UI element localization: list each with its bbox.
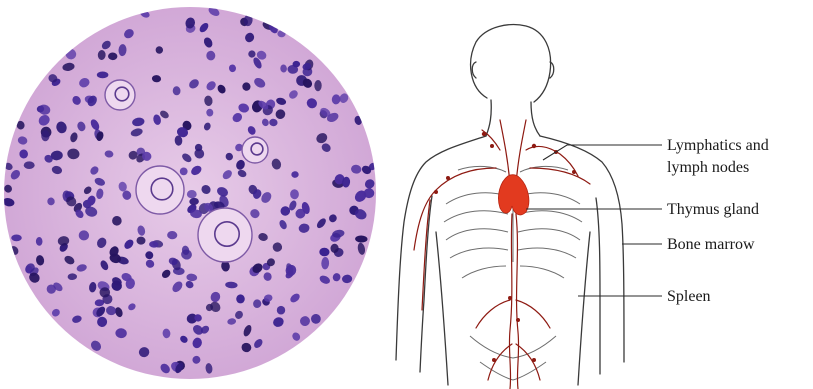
large-cell: [242, 137, 268, 163]
cell-nucleus: [277, 306, 285, 315]
large-cell: [105, 80, 135, 110]
leader-line-lymphatics: [543, 145, 662, 160]
left-arm-outline: [396, 136, 486, 360]
pelvis: [480, 362, 513, 380]
label-lymphatics: Lymphatics and lymph nodes: [667, 137, 773, 176]
torso-outline: [436, 232, 448, 385]
cell-nucleus: [97, 72, 109, 79]
label-spleen: Spleen: [667, 288, 711, 305]
cell-nucleus: [187, 190, 197, 198]
large-cell: [136, 166, 184, 214]
body-figure: [396, 25, 624, 389]
large-cell: [198, 208, 252, 262]
left-arm-inner: [420, 196, 432, 372]
micrograph: [2, 5, 378, 379]
cell-nucleus: [24, 161, 35, 169]
lymph-nodes: [434, 132, 576, 362]
thymus-gland: [498, 175, 528, 215]
label-bone-marrow: Bone marrow: [667, 236, 755, 253]
cell-nucleus: [236, 294, 245, 303]
label-thymus: Thymus gland: [667, 201, 759, 218]
pelvis: [470, 336, 556, 358]
cell-nucleus: [180, 168, 188, 176]
cell-nucleus: [11, 235, 22, 242]
neck-outline: [531, 102, 540, 136]
neck-outline: [486, 100, 491, 136]
ear-outline: [472, 62, 476, 78]
label-group: Lymphatics and lymph nodes Thymus gland …: [526, 137, 773, 305]
torso-outline: [578, 232, 590, 385]
lymphatic-vessels: [414, 120, 590, 389]
right-arm-inner: [596, 198, 600, 374]
head-outline: [471, 25, 551, 102]
